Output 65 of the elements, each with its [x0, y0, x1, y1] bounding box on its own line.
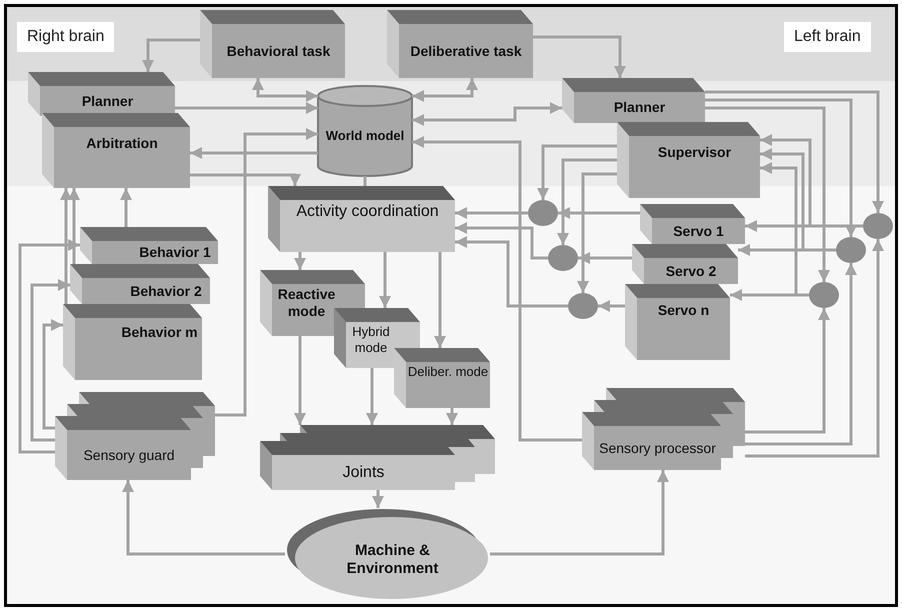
connector-arrow — [577, 172, 617, 293]
connector-arrow — [366, 368, 378, 425]
connector-arrow — [120, 188, 132, 227]
connector-arrow — [578, 252, 632, 264]
connector-arrow — [412, 78, 478, 102]
connector-arrow — [446, 408, 458, 425]
block-label: Hybrid mode — [351, 324, 391, 356]
connector-arrow — [434, 252, 446, 348]
block-label: Joints — [342, 462, 384, 482]
connector-arrow — [557, 158, 617, 245]
connector-line — [364, 176, 366, 186]
block-label: Deliberative task — [410, 42, 522, 60]
connector-arrow — [455, 207, 528, 219]
connector-arrow — [705, 106, 830, 282]
block-label: Servo 1 — [673, 222, 724, 240]
connector-arrow — [215, 128, 318, 416]
region-label: Left brain — [784, 22, 871, 52]
connector-arrow — [142, 38, 200, 72]
connector-arrow — [558, 207, 640, 219]
block-label: Activity coordination — [296, 202, 439, 222]
block-label: Servo 2 — [666, 262, 716, 280]
connector-arrow — [372, 490, 384, 508]
connector-arrow — [537, 144, 617, 200]
connector-arrow — [68, 188, 80, 264]
connector-arrow — [190, 174, 301, 186]
connector-arrow — [533, 36, 626, 78]
connector-arrow — [705, 98, 857, 237]
block-label: Planner — [82, 92, 134, 110]
connector-arrow — [760, 162, 809, 296]
connector-arrow — [122, 480, 285, 556]
block-label: Sensory processor — [599, 440, 716, 456]
connector-arrow — [745, 239, 884, 458]
connector-arrow — [490, 470, 669, 556]
connector-arrow — [379, 252, 391, 308]
block-label: Arbitration — [86, 135, 158, 152]
block-label: World model — [326, 128, 404, 144]
connector-arrow — [30, 279, 70, 442]
connector-arrow — [42, 319, 63, 430]
connector-arrow — [455, 222, 548, 260]
block-label: Deliber. mode — [408, 364, 488, 380]
block-label: Behavior 1 — [139, 244, 211, 261]
connector-arrow — [745, 308, 830, 434]
connector-arrow — [455, 236, 568, 308]
connector-arrow — [598, 300, 625, 312]
block-label: Machine & Environment — [346, 542, 440, 578]
connector-arrow — [190, 147, 318, 159]
block-label: Planner — [614, 99, 666, 116]
block-label: Supervisor — [658, 144, 732, 161]
connector-arrow — [412, 136, 582, 442]
block-label: Reactive mode — [276, 286, 336, 320]
block-label: Behavior 2 — [130, 282, 202, 300]
block-label: Servo n — [658, 302, 710, 319]
connector-arrow — [412, 102, 562, 126]
connector-arrow — [294, 336, 306, 425]
connector-arrow — [175, 102, 318, 114]
connector-arrow — [252, 78, 318, 102]
block-label: Behavioral task — [226, 42, 330, 60]
region-label: Right brain — [17, 22, 114, 52]
connector-arrow — [18, 239, 80, 454]
connector-arrow — [705, 90, 884, 213]
block-label: Behavior m — [121, 324, 198, 341]
connector-arrow — [294, 252, 306, 270]
connector-arrow — [745, 263, 857, 446]
connector-arrow — [60, 188, 72, 304]
block-label: Sensory guard — [83, 446, 175, 464]
